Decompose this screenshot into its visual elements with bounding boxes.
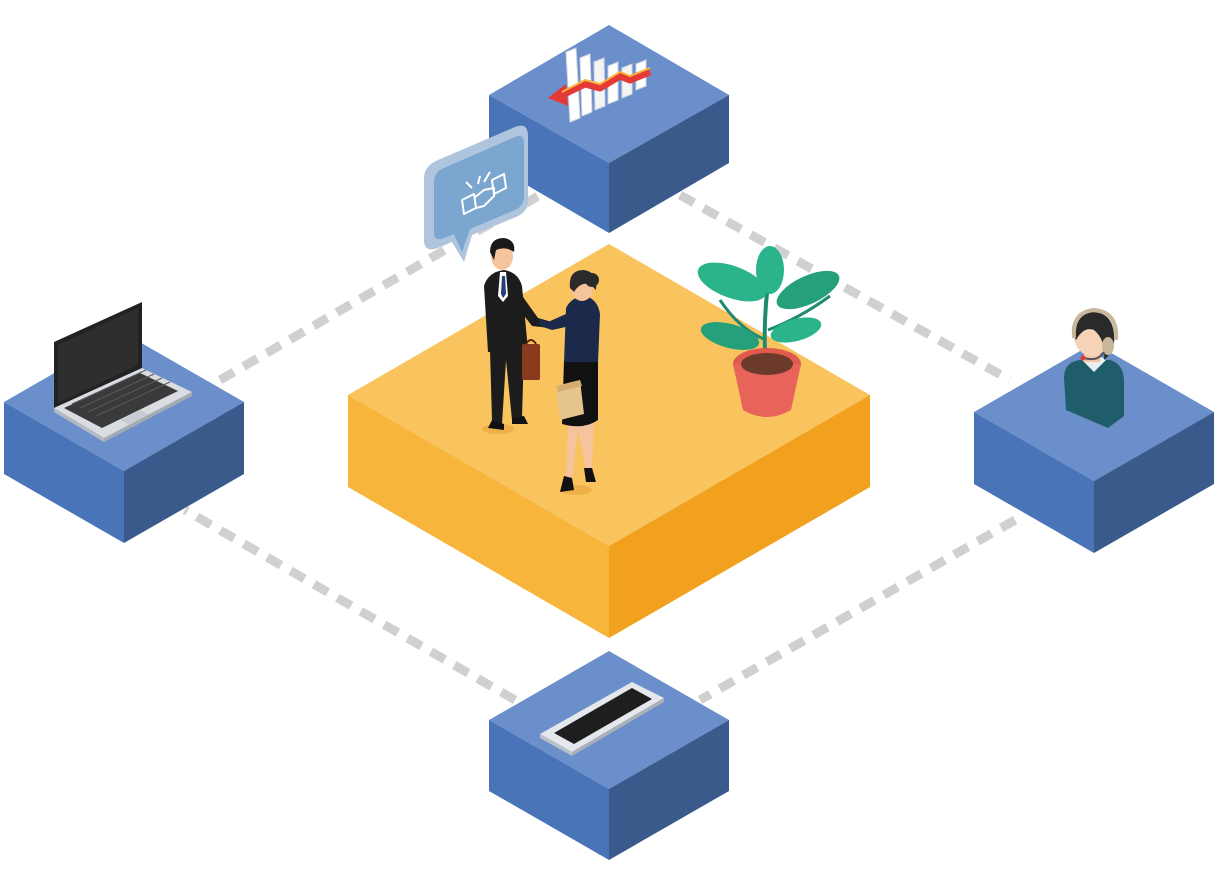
- businesswoman-figure: [538, 270, 600, 495]
- connector-bottom-left: [182, 506, 518, 704]
- central-platform: [348, 244, 870, 638]
- laptop-icon: [54, 302, 192, 442]
- cube-bottom: [489, 651, 729, 860]
- handshake-icon: [461, 171, 507, 215]
- connector-top-right: [677, 191, 1013, 384]
- declining-chart-icon: [548, 47, 652, 123]
- support-agent-icon: [1064, 307, 1124, 428]
- connector-right-bottom: [697, 516, 1018, 704]
- businessman-figure: [482, 238, 552, 434]
- speech-bubble: [424, 125, 528, 263]
- smartphone-icon: [540, 682, 664, 756]
- potted-plant-icon: [697, 246, 840, 417]
